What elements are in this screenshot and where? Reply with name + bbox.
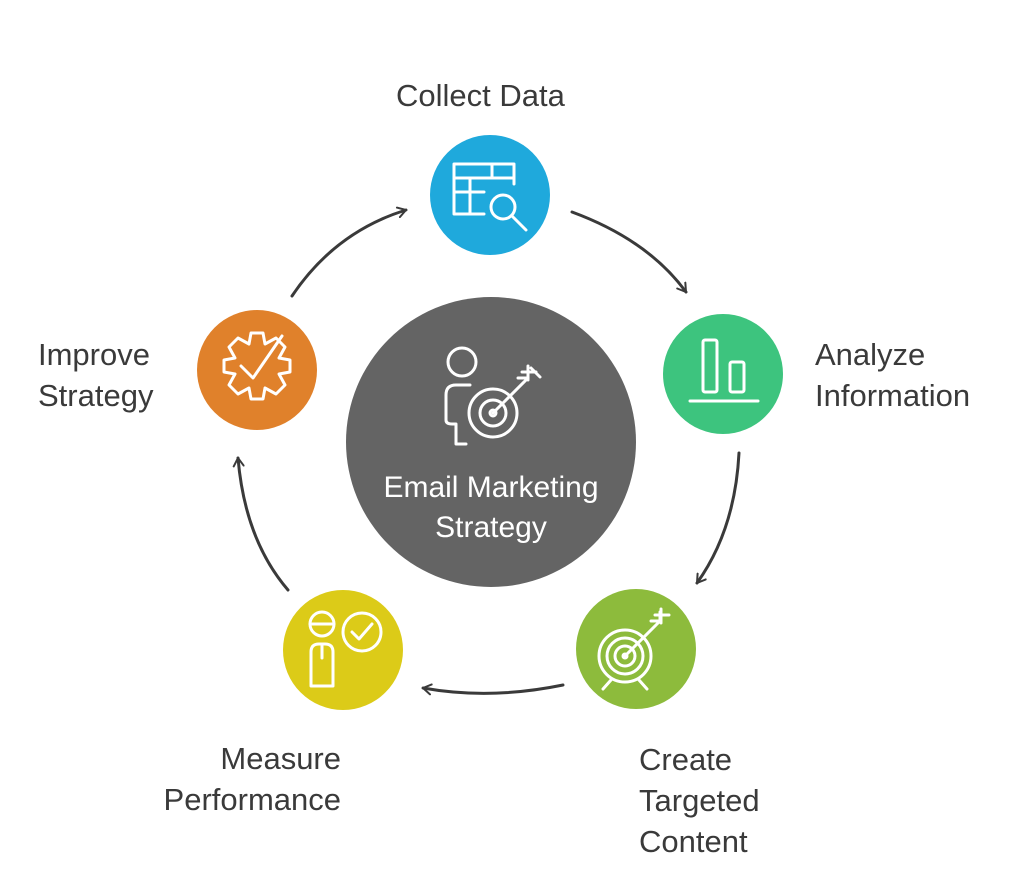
step-improve-strategy-node: [197, 310, 317, 430]
step-label-analyze-information: Analyze Information: [815, 334, 970, 416]
step-measure-performance-node: [283, 590, 403, 710]
center-title-line: Strategy: [435, 511, 547, 544]
step-analyze-information-circle: [663, 314, 783, 434]
step-label-line: Strategy: [38, 378, 154, 413]
step-label-create-targeted-content: Create Targeted Content: [639, 739, 760, 862]
gear-check-icon: [222, 331, 292, 401]
step-label-measure-performance: Measure Performance: [140, 738, 341, 820]
step-label-line: Content: [639, 824, 748, 859]
step-label-line: Targeted: [639, 783, 760, 818]
cycle-arrows: [232, 206, 741, 696]
target-arrow-icon: [597, 607, 671, 691]
arrow-improve-to-collect: [290, 206, 408, 298]
table-search-icon: [452, 162, 528, 232]
step-create-targeted-content-node: [576, 589, 696, 709]
arrow-measure-to-improve: [232, 456, 290, 592]
step-create-targeted-content-circle: [576, 589, 696, 709]
center-title-line: Email Marketing: [383, 471, 599, 504]
arrow-analyze-to-create: [695, 451, 741, 585]
step-label-line: Create: [639, 742, 733, 777]
step-label-collect-data: Collect Data: [396, 75, 565, 116]
person-check-icon: [308, 610, 383, 688]
step-analyze-information-node: [663, 314, 783, 434]
step-collect-data-circle: [430, 135, 550, 255]
step-label-line: Measure: [220, 741, 341, 776]
arrow-create-to-measure: [421, 683, 565, 696]
step-label-line: Analyze: [815, 337, 926, 372]
center-node: [346, 297, 636, 587]
center-title: Email Marketing Strategy: [346, 468, 636, 548]
bar-chart-icon: [688, 338, 760, 403]
step-label-line: Information: [815, 378, 971, 413]
step-measure-performance-circle: [283, 590, 403, 710]
person-target-icon: [444, 346, 542, 446]
step-collect-data-node: [430, 135, 550, 255]
step-label-line: Performance: [163, 782, 341, 817]
center-circle: [346, 297, 636, 587]
step-label-improve-strategy: Improve Strategy: [38, 334, 153, 416]
step-label-line: Improve: [38, 337, 150, 372]
arrow-collect-to-analyze: [570, 210, 688, 294]
step-label-line: Collect Data: [396, 78, 565, 113]
